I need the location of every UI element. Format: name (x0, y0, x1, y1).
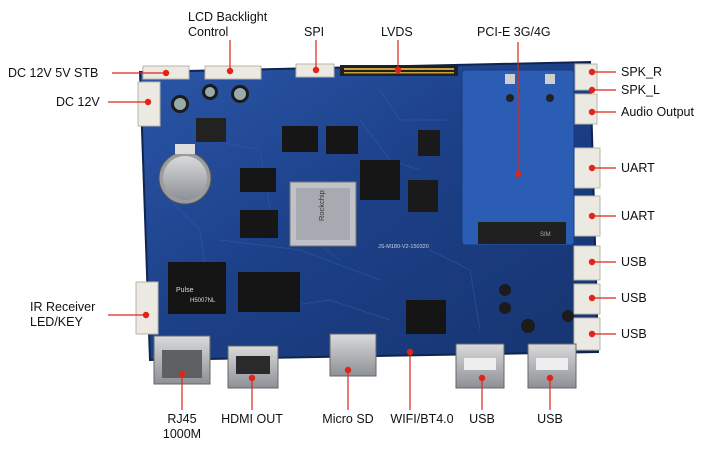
callout-dot-icon (142, 311, 150, 319)
inductor (196, 118, 226, 142)
lan-model-label: H5007NL (190, 298, 216, 304)
dc12v-label: DC 12V (56, 95, 100, 109)
lan-transformer (168, 262, 226, 314)
usb-label-bottom-1: USB (469, 412, 495, 426)
ram-chips (240, 126, 400, 238)
spi-label: SPI (304, 25, 325, 39)
rj45-speed-label: 1000M (162, 427, 202, 441)
ir-receiver-connector (135, 281, 159, 335)
spk-l-label: SPK_L (621, 83, 660, 97)
callout-dot-icon (178, 370, 186, 378)
ir-receiver-label-line2: LED/KEY (30, 315, 83, 329)
callout-dot-icon (588, 108, 596, 116)
callout-dot-icon (312, 66, 320, 74)
callout-dot-icon (226, 67, 234, 75)
board-serial-label: JS-M180-V2-150320 (378, 244, 429, 250)
capacitors (171, 84, 574, 333)
ir-receiver-label: IR Receiver (30, 300, 96, 314)
usb-label-right-1: USB (621, 255, 647, 269)
lvds-label: LVDS (381, 25, 413, 39)
lan-brand-label: Pulse (176, 287, 194, 294)
sim-label: SIM (540, 232, 551, 238)
callout-dot-icon (588, 258, 596, 266)
callout-dot-icon (546, 374, 554, 382)
uart-label-2: UART (621, 209, 655, 223)
callout-dot-icon (588, 68, 596, 76)
usb-label-right-2: USB (621, 291, 647, 305)
callout-dots (142, 66, 596, 382)
uart-label-1: UART (621, 161, 655, 175)
callout-lines (108, 40, 616, 410)
hdmi-chip (238, 272, 300, 312)
callout-dot-icon (588, 164, 596, 172)
callout-dot-icon (394, 66, 402, 74)
wifi-bt-label: WIFI/BT4.0 (390, 412, 454, 426)
callout-dot-icon (144, 98, 152, 106)
wifi-module (406, 300, 446, 334)
callout-dot-icon (588, 294, 596, 302)
pcie-label: PCI-E 3G/4G (477, 25, 551, 39)
callout-dot-icon (514, 170, 522, 178)
spk-r-label: SPK_R (621, 65, 662, 79)
micro-sd-label: Micro SD (322, 412, 374, 426)
lcd-backlight-label-line2: Control (188, 25, 229, 39)
usb-label-bottom-2: USB (537, 412, 563, 426)
callout-dot-icon (406, 348, 414, 356)
usb-label-right-3: USB (621, 327, 647, 341)
micro-sd-slot (329, 333, 377, 377)
callout-dot-icon (344, 366, 352, 374)
sim-slot (478, 222, 566, 244)
callout-dot-icon (588, 212, 596, 220)
callout-dot-icon (248, 374, 256, 382)
callout-dot-icon (162, 69, 170, 77)
audio-output-label: Audio Output (621, 105, 694, 119)
lcd-backlight-label: LCD Backlight (188, 10, 268, 24)
lcd-backlight-connector (204, 65, 262, 80)
callout-dot-icon (478, 374, 486, 382)
callout-dot-icon (588, 86, 596, 94)
rj45-label: RJ45 (167, 412, 197, 426)
soc-brand-label: Rockchip (317, 190, 326, 221)
callout-dot-icon (588, 330, 596, 338)
hdmi-out-label: HDMI OUT (221, 412, 283, 426)
dc12v-stb-label: DC 12V 5V STB (8, 66, 99, 80)
